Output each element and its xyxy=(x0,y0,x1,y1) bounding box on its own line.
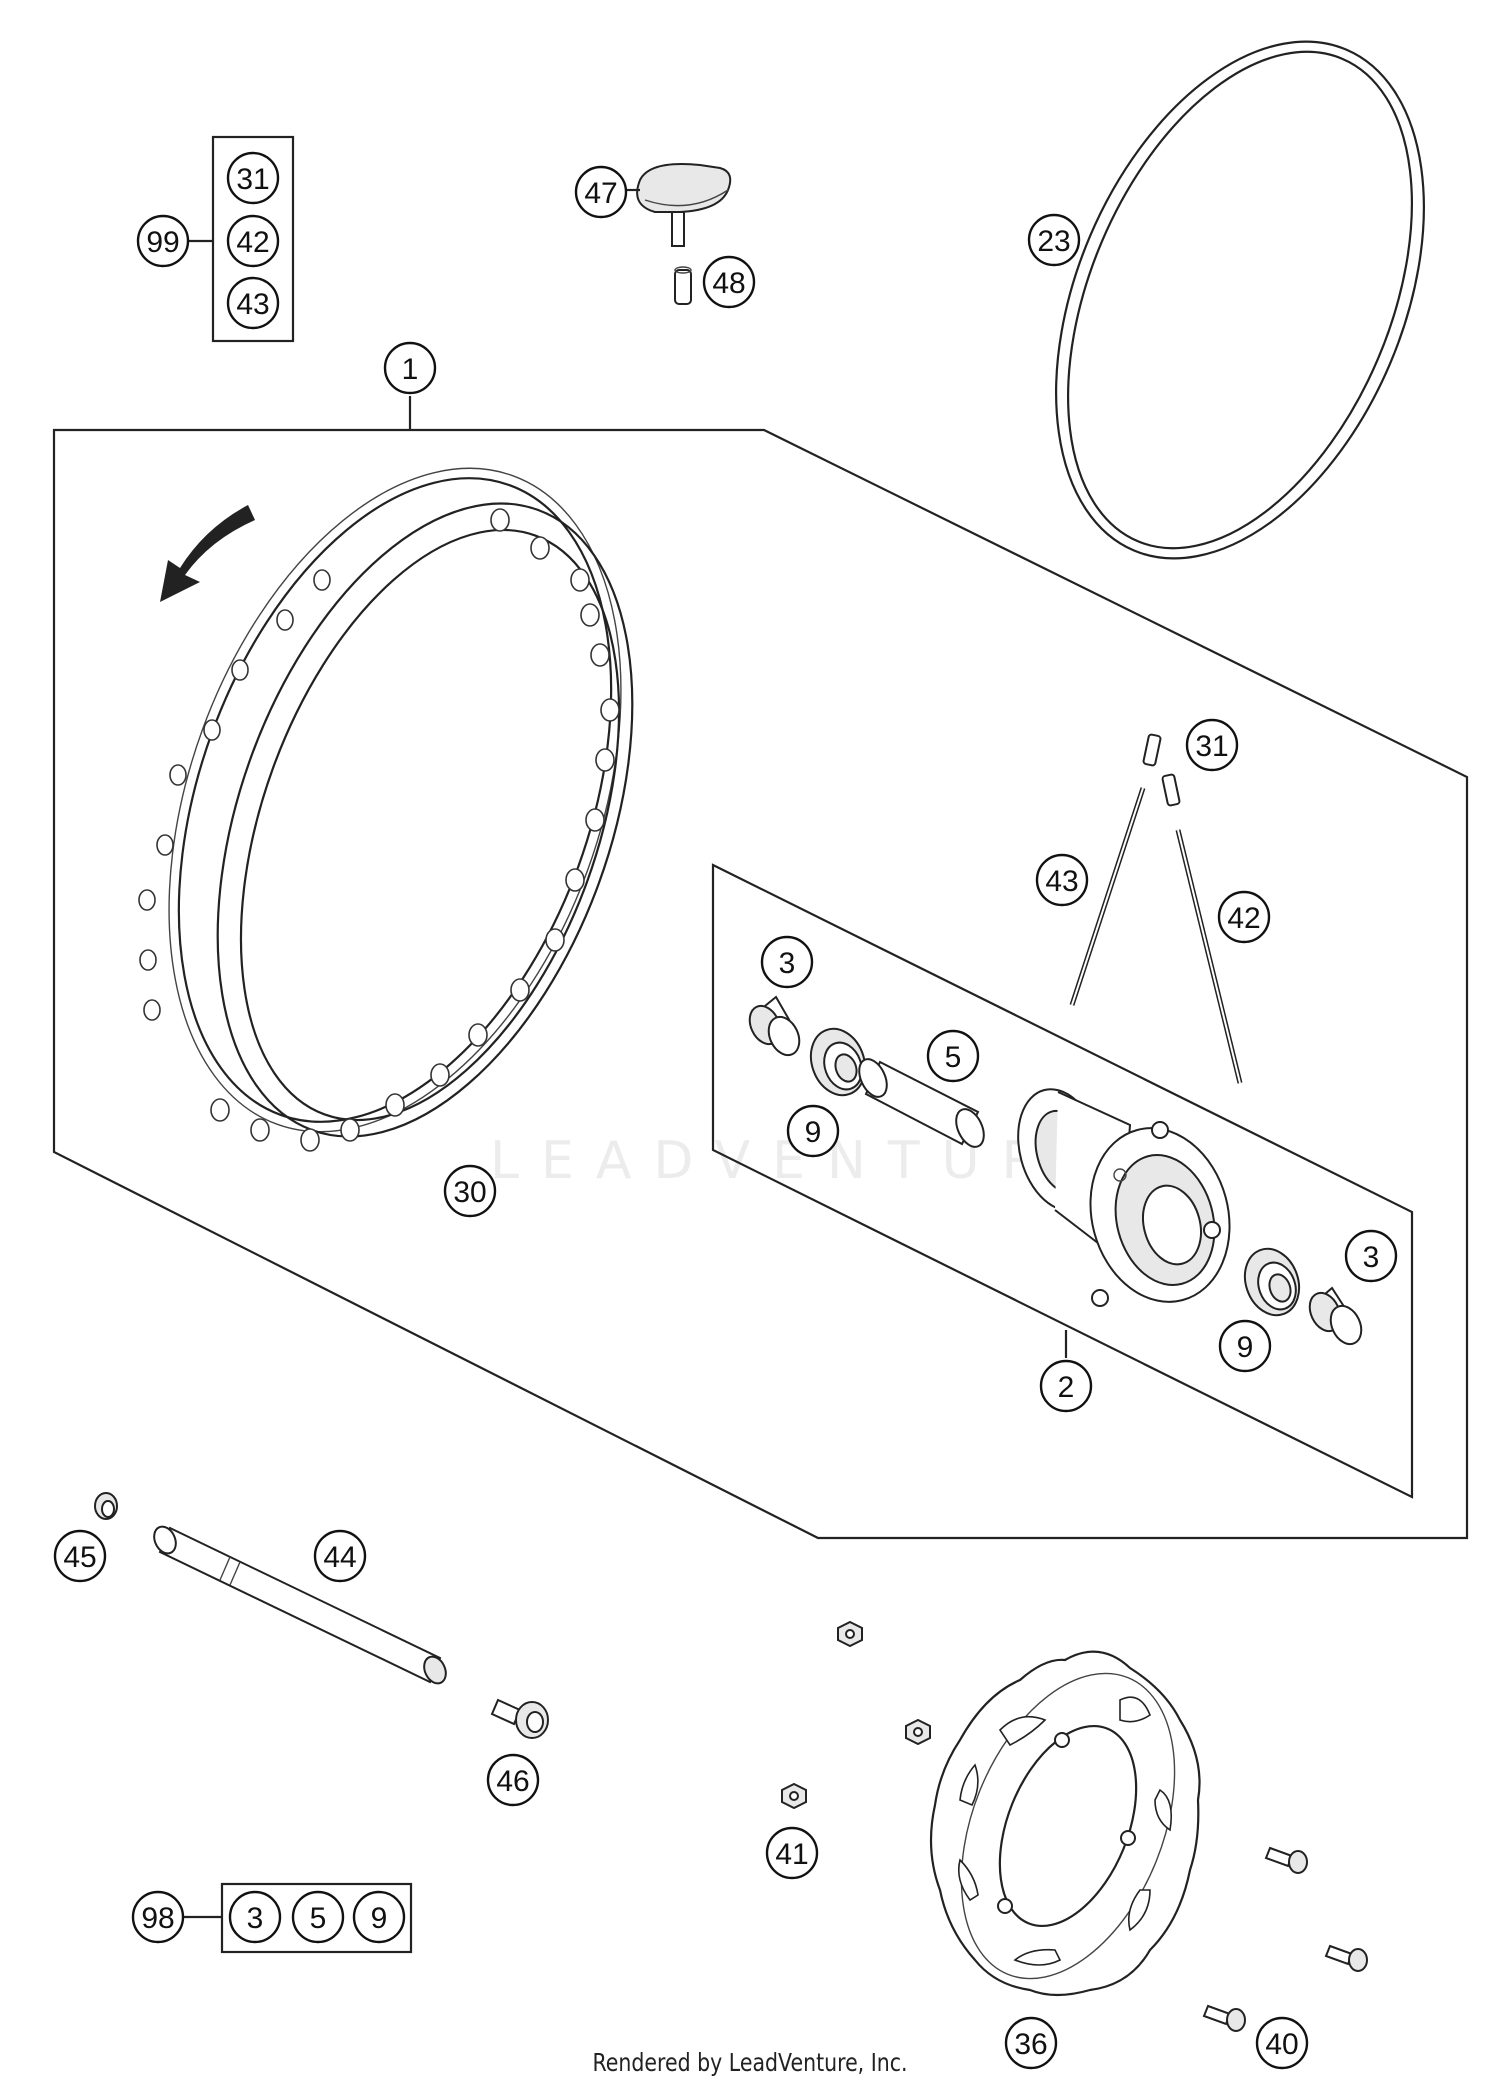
callout-circle[interactable] xyxy=(383,341,437,395)
callout-circle[interactable] xyxy=(765,1826,819,1880)
callout-label-48: 48 xyxy=(712,267,745,300)
callout-circle[interactable] xyxy=(226,214,280,268)
callout-label-23: 23 xyxy=(1037,225,1070,258)
kit-98-item-3: 3 xyxy=(247,1902,264,1935)
hub-assembly-outline xyxy=(711,863,1414,1499)
callout-circle[interactable] xyxy=(443,1164,497,1218)
callout-circle[interactable] xyxy=(131,1890,185,1944)
spoke-42-part[interactable] xyxy=(1175,829,1243,1084)
spoke-nipple-part[interactable] xyxy=(1142,733,1181,807)
rim-lock-part[interactable] xyxy=(636,163,732,247)
callout-label-44: 44 xyxy=(323,1541,356,1574)
callout-circle[interactable] xyxy=(702,255,756,309)
kit-99-group: 99 31 42 43 xyxy=(136,135,295,343)
callout-circle[interactable] xyxy=(486,1753,540,1807)
collar-screw-part[interactable] xyxy=(490,1698,549,1739)
callout-label-5: 5 xyxy=(945,1041,962,1074)
spacer-sleeve-part[interactable] xyxy=(854,1055,990,1151)
wheel-hub-part[interactable] xyxy=(1005,1080,1248,1318)
callout-circle[interactable] xyxy=(53,1529,107,1583)
callout-label-40: 40 xyxy=(1265,2028,1298,2061)
distance-bushing-left-part[interactable] xyxy=(744,995,805,1060)
callout-circle[interactable] xyxy=(574,165,628,219)
wheel-spindle-part[interactable] xyxy=(150,1523,450,1687)
spoke-43-part[interactable] xyxy=(1069,787,1146,1006)
kit-99-item-43: 43 xyxy=(236,288,269,321)
axle-collar-part[interactable] xyxy=(94,1492,118,1520)
brake-disc-screw-part[interactable] xyxy=(1202,1846,1368,2032)
kit-98-item-5: 5 xyxy=(310,1902,327,1935)
callout-circle[interactable] xyxy=(1185,718,1239,772)
rim-part[interactable] xyxy=(84,406,711,1195)
callout-circle[interactable] xyxy=(1217,890,1271,944)
callout-circle[interactable] xyxy=(1027,213,1081,267)
kit-98-group: 98 3 5 9 xyxy=(131,1882,413,1954)
bearing-right-part[interactable] xyxy=(1236,1241,1308,1323)
rim-band-part[interactable] xyxy=(984,0,1497,614)
callout-label-36: 36 xyxy=(1014,2028,1047,2061)
callout-circle[interactable] xyxy=(1004,2016,1058,2070)
brake-disc-part[interactable] xyxy=(920,1642,1216,2010)
brake-disc-nut-part[interactable] xyxy=(781,1620,931,1810)
footer-credit: Rendered by LeadVenture, Inc. xyxy=(592,2048,908,2077)
kit-99-item-42: 42 xyxy=(236,226,269,259)
rotation-direction-arrow xyxy=(160,505,255,602)
callout-circle[interactable] xyxy=(228,1890,282,1944)
distance-bushing-right-part[interactable] xyxy=(1304,1286,1367,1349)
callout-circle[interactable] xyxy=(1255,2016,1309,2070)
rim-lock-nut-part[interactable] xyxy=(674,266,692,305)
callout-circle[interactable] xyxy=(1039,1359,1093,1413)
wheel-assembly-outline xyxy=(52,428,1469,1540)
callout-label-42: 42 xyxy=(1227,902,1260,935)
callout-circle[interactable] xyxy=(352,1890,406,1944)
callout-circle[interactable] xyxy=(926,1029,980,1083)
callout-label-3b: 3 xyxy=(1363,1241,1380,1274)
callout-label-47: 47 xyxy=(584,177,617,210)
callout-label-9a: 9 xyxy=(805,1116,822,1149)
callout-circle[interactable] xyxy=(226,151,280,205)
callout-label-46: 46 xyxy=(496,1765,529,1798)
callout-circle[interactable] xyxy=(136,214,190,268)
bearing-left-part[interactable] xyxy=(802,1021,874,1103)
callout-label-2: 2 xyxy=(1058,1371,1075,1404)
callout-label-9b: 9 xyxy=(1237,1331,1254,1364)
callout-circle[interactable] xyxy=(1218,1319,1272,1373)
callout-circle[interactable] xyxy=(1344,1229,1398,1283)
callout-label-99: 99 xyxy=(146,226,179,259)
callout-label-45: 45 xyxy=(63,1541,96,1574)
callout-circle[interactable] xyxy=(786,1104,840,1158)
kit-99-item-31: 31 xyxy=(236,163,269,196)
kit-98-item-9: 9 xyxy=(371,1902,388,1935)
callout-circle[interactable] xyxy=(291,1890,345,1944)
callout-label-31: 31 xyxy=(1195,730,1228,763)
callout-label-1: 1 xyxy=(402,353,419,386)
callout-circle[interactable] xyxy=(1035,853,1089,907)
callout-circle[interactable] xyxy=(226,276,280,330)
callout-label-3a: 3 xyxy=(779,947,796,980)
callout-label-30: 30 xyxy=(453,1176,486,1209)
callout-label-43: 43 xyxy=(1045,865,1078,898)
callout-circle[interactable] xyxy=(760,935,814,989)
callout-label-41: 41 xyxy=(775,1838,808,1871)
callout-label-98: 98 xyxy=(141,1902,174,1935)
callout-circle[interactable] xyxy=(313,1529,367,1583)
